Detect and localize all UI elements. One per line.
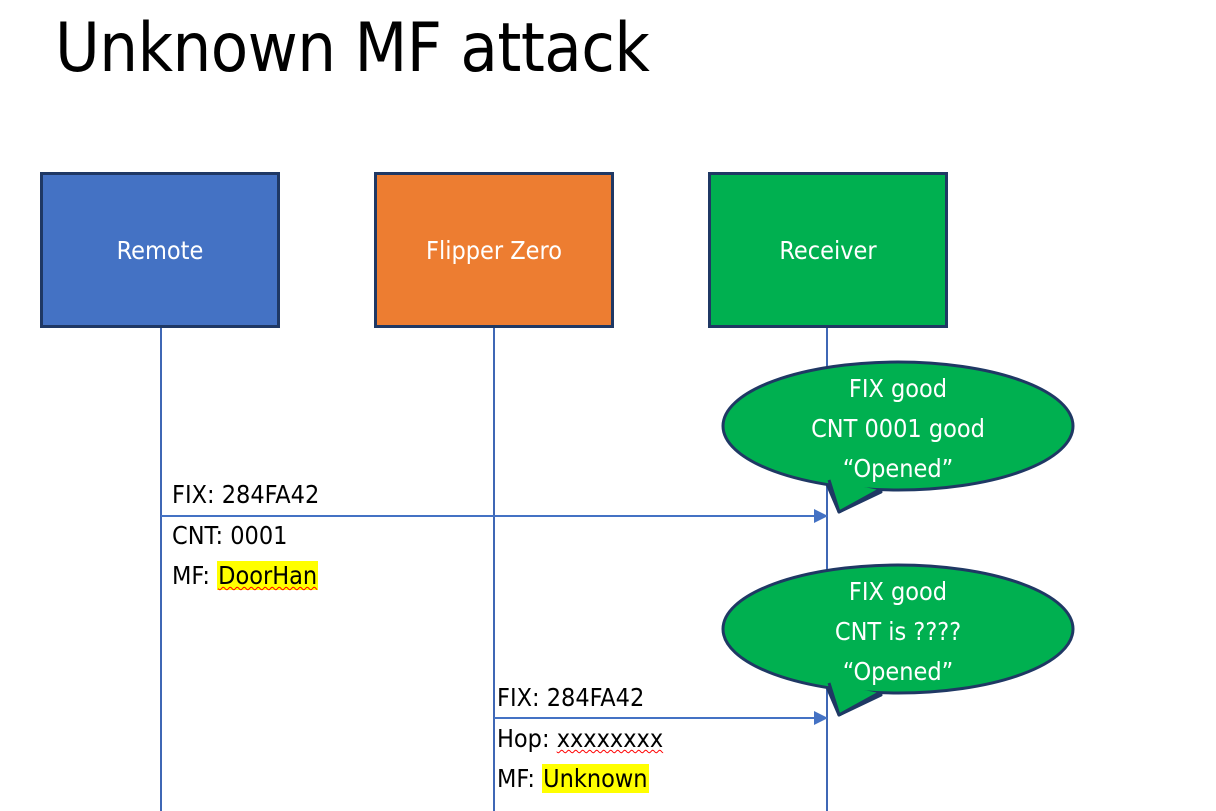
actor-box-receiver[interactable]: Receiver — [708, 172, 948, 328]
message-line-prefix: MF: — [172, 561, 218, 590]
message-line: FIX: 284FA42 — [497, 678, 644, 718]
actor-label-receiver: Receiver — [779, 235, 877, 265]
message-line-prefix: FIX: — [497, 683, 547, 712]
message-line-value: xxxxxxxx — [556, 724, 664, 753]
page-title: Unknown MF attack — [55, 9, 650, 88]
message-line: FIX: 284FA42 — [172, 475, 319, 515]
message-line-value: 0001 — [230, 521, 288, 550]
message-line-value-highlighted: DoorHan — [217, 561, 319, 590]
message-line: MF: Unknown — [497, 759, 649, 799]
callout-bubble-receiver-first: FIX good CNT 0001 good “Opened” — [721, 360, 1075, 522]
lifeline-remote — [160, 328, 162, 811]
actor-box-remote[interactable]: Remote — [40, 172, 280, 328]
callout-shape-icon — [721, 360, 1075, 514]
message-line: Hop: xxxxxxxx — [497, 719, 663, 759]
actor-box-flipper[interactable]: Flipper Zero — [374, 172, 614, 328]
message-line: MF: DoorHan — [172, 556, 319, 596]
message-line-value-highlighted: Unknown — [542, 764, 649, 793]
message-arrow-flipper-to-receiver — [494, 711, 828, 725]
message-line-prefix: FIX: — [172, 480, 222, 509]
message-arrow-remote-to-receiver — [161, 509, 828, 523]
message-line-value: 284FA42 — [546, 683, 645, 712]
message-line-prefix: CNT: — [172, 521, 231, 550]
lifeline-flipper — [493, 328, 495, 811]
message-line: CNT: 0001 — [172, 516, 287, 556]
actor-label-remote: Remote — [116, 235, 204, 265]
message-line-prefix: MF: — [497, 764, 543, 793]
message-line-prefix: Hop: — [497, 724, 557, 753]
callout-shape-icon — [721, 563, 1075, 717]
callout-bubble-receiver-second: FIX good CNT is ???? “Opened” — [721, 563, 1075, 725]
message-line-value: 284FA42 — [221, 480, 320, 509]
actor-label-flipper: Flipper Zero — [426, 235, 562, 265]
